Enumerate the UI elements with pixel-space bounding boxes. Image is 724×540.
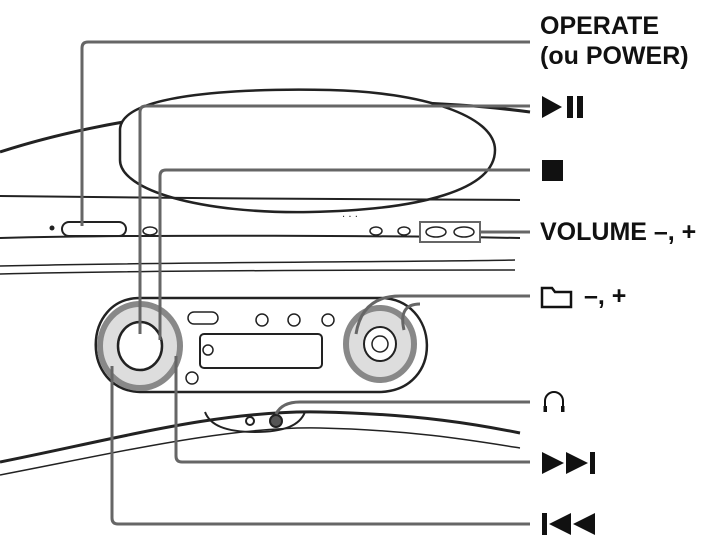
body-lower-line-2 bbox=[0, 269, 516, 275]
operate-label-alt: (ou POWER) bbox=[540, 42, 689, 70]
leader-operate bbox=[80, 40, 530, 226]
panel-button-3 bbox=[321, 313, 335, 327]
operate-label: OPERATE bbox=[540, 12, 659, 40]
indicator-dot bbox=[49, 225, 55, 231]
panel-button-lower bbox=[185, 371, 199, 385]
stop-icon bbox=[542, 160, 563, 181]
volume-button-minus bbox=[425, 226, 447, 238]
leader-play-pause bbox=[138, 104, 530, 334]
leader-folder bbox=[354, 294, 530, 335]
panel-button-oval bbox=[187, 311, 219, 325]
leader-previous bbox=[110, 366, 530, 526]
previous-track-icon bbox=[542, 513, 595, 535]
leader-next bbox=[174, 356, 530, 464]
right-dial-center bbox=[371, 335, 389, 353]
panel-button-2 bbox=[287, 313, 301, 327]
next-track-icon bbox=[542, 452, 595, 474]
folder-icon bbox=[540, 286, 573, 309]
leader-stop bbox=[158, 168, 530, 340]
display-window bbox=[199, 333, 323, 369]
body-lower-line bbox=[0, 259, 516, 267]
cd-lid-oval bbox=[118, 88, 497, 214]
small-button-right-2 bbox=[397, 226, 411, 236]
body-upper-line bbox=[0, 195, 521, 201]
base-curve-lower bbox=[0, 427, 521, 476]
operate-switch bbox=[61, 221, 127, 237]
leader-folder-2 bbox=[401, 302, 421, 331]
play-pause-icon bbox=[542, 96, 583, 118]
headphones-icon bbox=[543, 391, 565, 412]
folder-label: –, + bbox=[584, 282, 627, 310]
volume-label: VOLUME –, + bbox=[540, 218, 697, 246]
jack-right bbox=[269, 414, 283, 428]
leader-headphones bbox=[274, 400, 530, 415]
small-button-left bbox=[142, 226, 158, 236]
panel-button-1 bbox=[255, 313, 269, 327]
display-dot bbox=[202, 344, 214, 356]
volume-button-plus bbox=[453, 226, 475, 238]
lid-dots: · · · bbox=[342, 212, 358, 223]
headphone-bump bbox=[204, 411, 306, 434]
jack-left bbox=[245, 416, 255, 426]
small-button-right-1 bbox=[369, 226, 383, 236]
